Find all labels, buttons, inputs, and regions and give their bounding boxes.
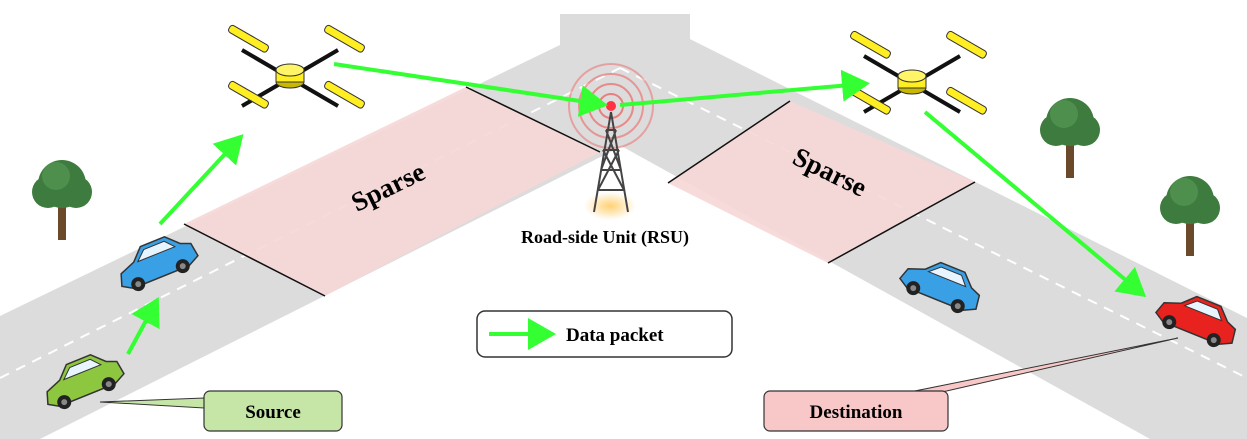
arrow-icon [923,110,1147,298]
destination-label: Destination [810,402,903,423]
arrow-icon [333,62,608,117]
packet-path [126,62,1147,355]
sparse-zone-left [184,87,600,296]
rsu-label: Road-side Unit (RSU) [521,227,689,248]
legend-label: Data packet [566,325,664,346]
legend: Data packet [476,310,733,358]
source-callout: Source [99,390,343,432]
drone-icon [847,28,990,118]
lane-divider-right [619,67,1247,379]
arrow-icon [619,69,870,107]
arrow-icon [158,134,244,226]
arrow-icon [126,296,160,355]
destination-callout: Destination [763,337,1179,432]
source-label: Source [245,402,301,423]
road-right [560,14,1247,439]
tree-icon [1160,176,1220,256]
tree-icon [1040,98,1100,178]
sparse-zone-right [668,101,975,263]
tree-icon [32,160,92,240]
